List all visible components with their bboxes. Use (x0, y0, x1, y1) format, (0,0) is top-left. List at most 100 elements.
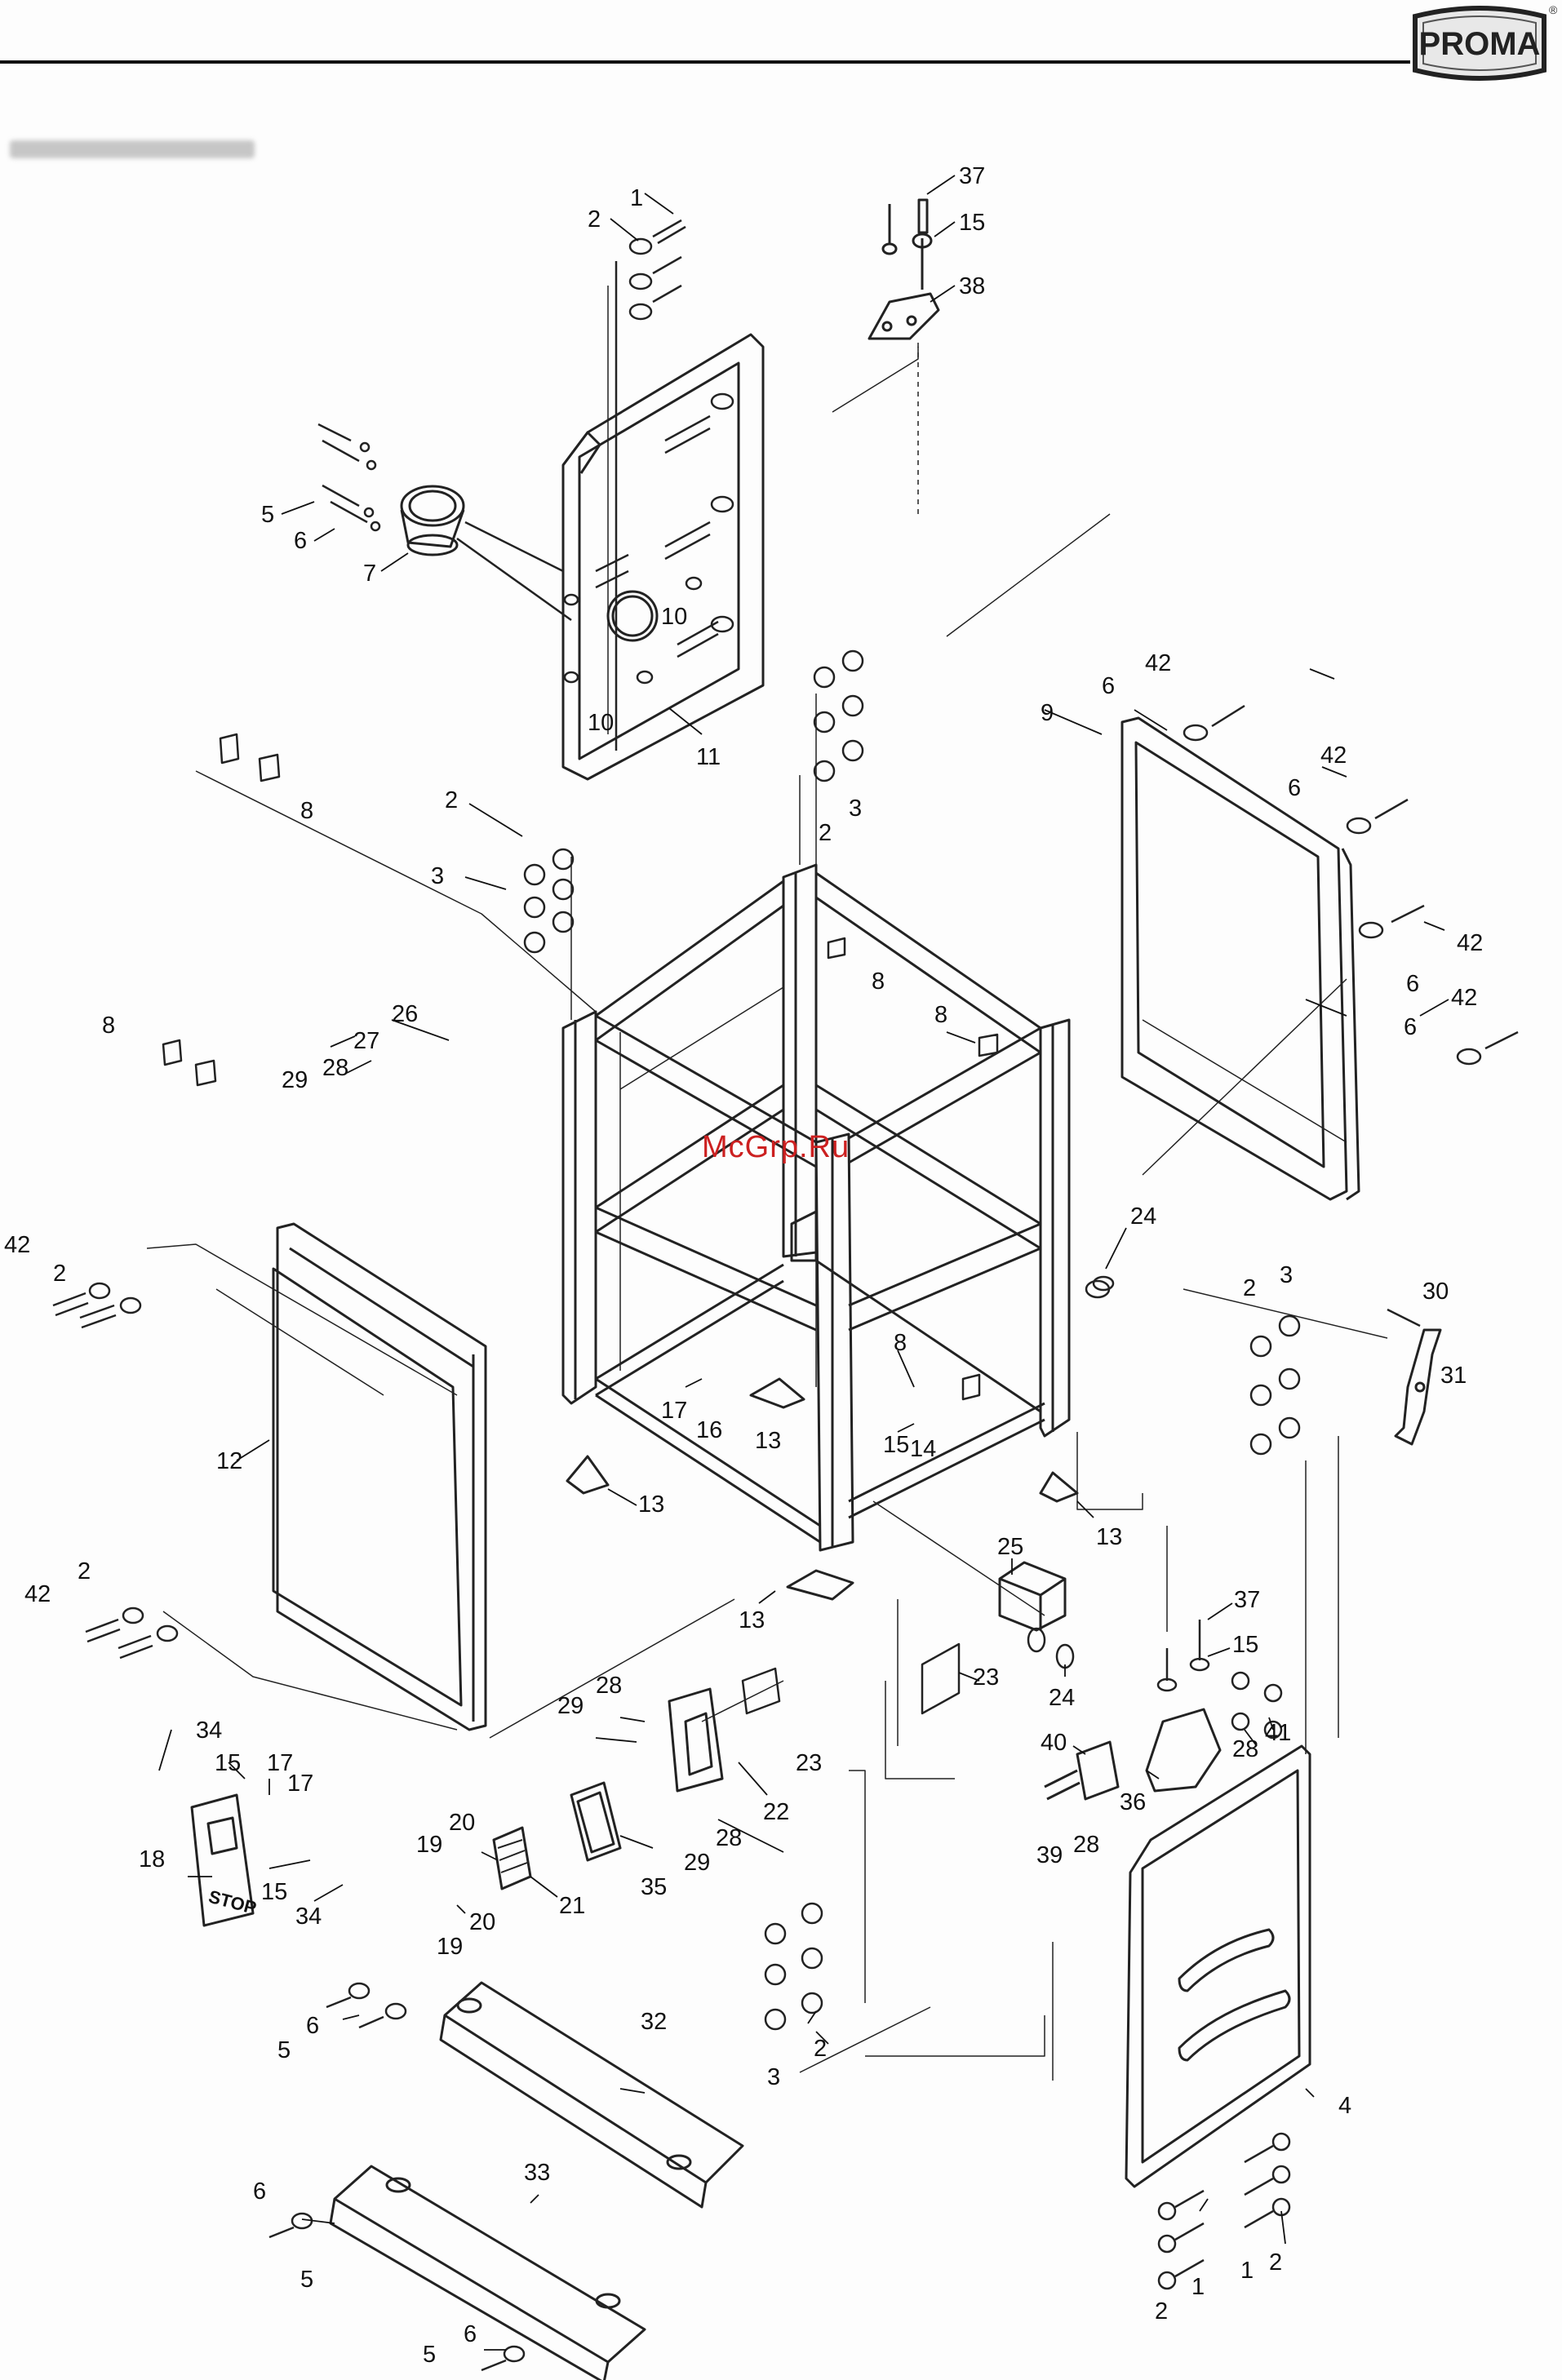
part-label: 2 (53, 1261, 66, 1287)
part-label: 28 (1232, 1736, 1258, 1762)
part-label: 17 (287, 1771, 313, 1797)
part-label: 34 (196, 1717, 222, 1744)
part-label: 6 (464, 2321, 477, 2347)
part-label: 8 (102, 1013, 115, 1039)
part-label: 20 (469, 1909, 495, 1935)
part-label: 20 (449, 1810, 475, 1836)
part-label: 12 (216, 1448, 242, 1474)
part-label: 37 (959, 163, 985, 189)
part-label: 7 (363, 561, 376, 587)
part-label: 3 (767, 2064, 780, 2090)
part-label: 1 (1240, 2258, 1254, 2284)
part-label: 2 (588, 206, 601, 233)
part-label: 35 (641, 1874, 667, 1900)
part-label: 8 (300, 798, 313, 824)
part-label: 42 (24, 1581, 51, 1607)
part-label: 6 (1102, 673, 1115, 699)
part-label: 31 (1440, 1363, 1467, 1389)
part-label: 42 (1457, 930, 1483, 956)
part-label: 6 (1404, 1014, 1417, 1040)
part-label: 23 (796, 1750, 822, 1776)
part-label: 5 (261, 502, 274, 528)
part-label: 40 (1041, 1730, 1067, 1756)
part-label: 11 (696, 744, 721, 770)
part-label: 19 (416, 1832, 442, 1858)
part-label: 27 (353, 1028, 379, 1054)
part-label: 16 (696, 1417, 722, 1443)
part-label: 42 (4, 1232, 30, 1258)
part-label: 39 (1036, 1842, 1063, 1868)
part-label: 41 (1265, 1720, 1291, 1746)
part-label: 25 (997, 1534, 1023, 1560)
part-label: 38 (959, 273, 985, 299)
part-label: 3 (431, 863, 444, 889)
lever-31 (1387, 1310, 1440, 1444)
part-label: 28 (596, 1673, 622, 1699)
feet-13 (567, 1379, 1077, 1599)
part-label: 28 (716, 1825, 742, 1851)
part-label: 15 (1232, 1632, 1258, 1658)
part-label: 9 (1041, 700, 1054, 726)
part-label: 28 (1073, 1832, 1099, 1858)
part-label: 1 (1191, 2274, 1205, 2300)
part-label: 6 (1406, 971, 1419, 997)
part-label: 30 (1422, 1279, 1449, 1305)
part-label: 29 (282, 1067, 308, 1093)
part-label: 2 (1269, 2249, 1282, 2276)
door-panel-12 (273, 1224, 486, 1730)
part-label: 29 (557, 1693, 584, 1719)
part-label: 19 (437, 1934, 463, 1960)
part-label: 37 (1234, 1587, 1260, 1613)
part-label: 8 (934, 1002, 947, 1028)
shelf-33 (331, 2166, 645, 2380)
gasket-35 (571, 1783, 620, 1860)
panel-11-bolts (565, 394, 733, 683)
watermark-text: McGrp.Ru (702, 1130, 850, 1165)
part-label: 23 (973, 1664, 999, 1691)
part-label: 15 (959, 210, 985, 236)
bracket-38 (869, 200, 939, 339)
part-label: 42 (1451, 985, 1477, 1011)
part-label: 13 (755, 1428, 781, 1454)
bolts-5-6-top (318, 424, 571, 620)
part-label: 2 (78, 1558, 91, 1584)
part-label: 4 (1338, 2093, 1351, 2119)
part-label: 36 (1120, 1789, 1146, 1815)
part-label: 42 (1145, 650, 1171, 676)
part-label: 2 (1155, 2298, 1168, 2325)
part-label: 18 (139, 1846, 165, 1873)
part-label: 21 (559, 1893, 585, 1919)
switch-21 (494, 1828, 530, 1889)
part-label: 26 (392, 1001, 418, 1027)
part-label: 33 (524, 2160, 550, 2186)
part-label: 29 (684, 1850, 710, 1876)
part-labels: 1 2 37 15 38 5 6 7 10 10 11 42 6 9 42 6 … (4, 163, 1483, 2368)
part-label: 10 (661, 604, 687, 630)
switch-plate-22 (669, 1689, 722, 1791)
part-label: 8 (872, 968, 885, 995)
part-label: 1 (630, 185, 643, 211)
part-label: 15 (261, 1879, 287, 1905)
part-label: 5 (300, 2267, 313, 2293)
part-label: 2 (445, 787, 458, 813)
part-label: 32 (641, 2009, 667, 2035)
nuts-washers (525, 651, 1299, 2029)
part-label: 28 (322, 1055, 348, 1081)
part-label: 42 (1320, 742, 1347, 769)
collar-7 (402, 486, 464, 555)
shelf-32 (441, 1983, 743, 2207)
part-label: 24 (1130, 1203, 1156, 1230)
part-label: 15 (215, 1750, 241, 1776)
part-label: 13 (1096, 1524, 1122, 1550)
part-label: 2 (814, 2036, 827, 2062)
bolts-37-15-right (1158, 1620, 1281, 1738)
part-label: 13 (638, 1491, 664, 1518)
side-panel-9 (1122, 718, 1359, 1199)
part-label: 14 (910, 1436, 936, 1462)
part-label: 6 (306, 2013, 319, 2039)
part-label: 34 (295, 1904, 322, 1930)
part-label: 6 (253, 2178, 266, 2205)
side-panel-4 (1126, 1746, 1310, 2187)
